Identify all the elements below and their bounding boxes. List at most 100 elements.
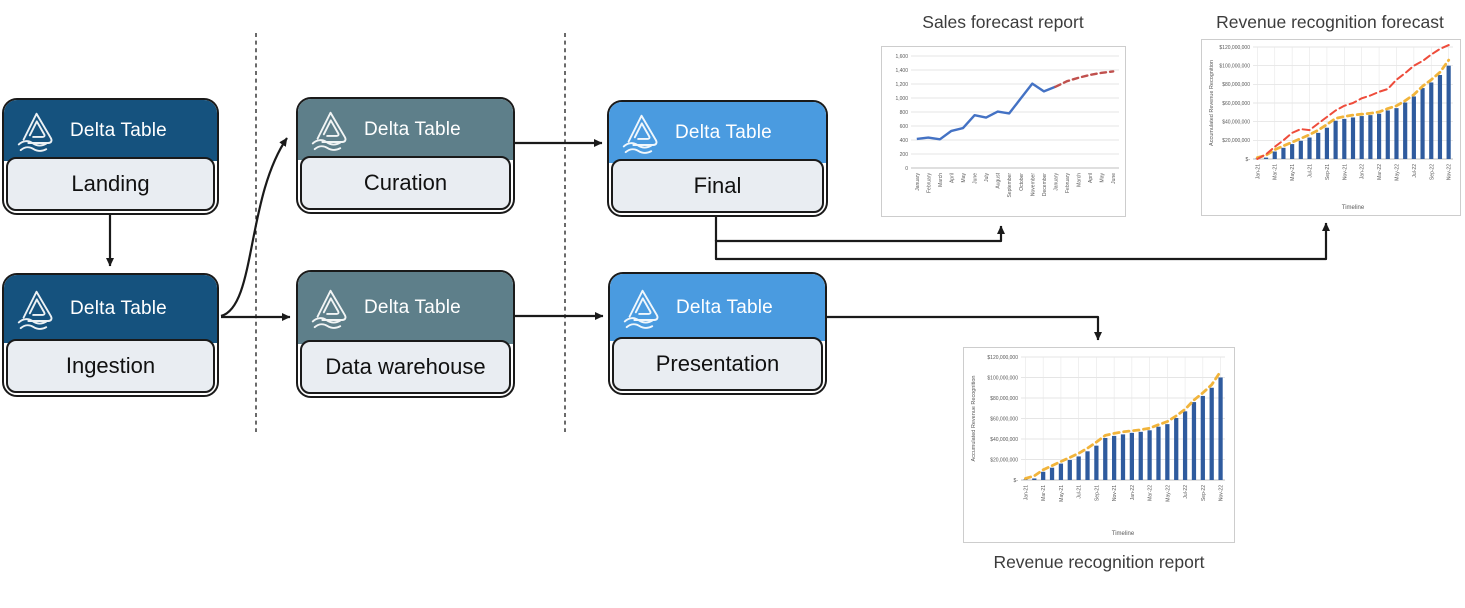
svg-text:$120,000,000: $120,000,000 — [1219, 45, 1250, 51]
svg-text:Sep-22: Sep-22 — [1201, 485, 1207, 501]
svg-text:January: January — [915, 173, 921, 191]
delta-table-header: Delta Table — [4, 275, 217, 343]
svg-text:October: October — [1019, 173, 1025, 191]
delta-table-label: Delta Table — [364, 297, 461, 318]
stage-label-curation: Curation — [300, 156, 511, 210]
svg-text:April: April — [1088, 173, 1094, 183]
revenue-recognition-report-chart: $- $20,000,000 $40,000,000 $60,000,000 $80,0… — [963, 347, 1235, 543]
svg-text:Mar-22: Mar-22 — [1377, 164, 1383, 180]
stage-label-ingestion: Ingestion — [6, 339, 215, 393]
svg-text:Nov-22: Nov-22 — [1447, 164, 1453, 180]
svg-text:1,200: 1,200 — [895, 82, 908, 88]
svg-text:September: September — [1007, 173, 1013, 198]
node-ingestion: Delta Table Ingestion — [2, 273, 219, 397]
delta-table-label: Delta Table — [676, 296, 773, 318]
svg-text:Jan-22: Jan-22 — [1130, 485, 1136, 501]
revenue-forecast-chart-title: Revenue recognition forecast — [1216, 12, 1444, 32]
svg-text:Sep-21: Sep-21 — [1094, 485, 1100, 501]
delta-table-label: Delta Table — [364, 118, 461, 140]
delta-lake-logo-icon — [311, 111, 347, 151]
stage-label-final: Final — [611, 159, 824, 213]
svg-text:February: February — [926, 173, 932, 194]
svg-text:Accumulated Revenue Recognitio: Accumulated Revenue Recognition — [1209, 60, 1215, 146]
svg-text:March: March — [1077, 173, 1083, 187]
svg-text:200: 200 — [900, 152, 909, 158]
svg-text:1,400: 1,400 — [895, 68, 908, 74]
svg-text:0: 0 — [905, 166, 908, 172]
delta-table-label: Delta Table — [70, 298, 167, 319]
svg-text:May-22: May-22 — [1394, 164, 1400, 181]
sales-forecast-chart: 0 200 400 600 800 1,000 1,200 1,400 1,600January… — [881, 46, 1126, 217]
svg-text:600: 600 — [900, 124, 909, 130]
delta-lake-logo-icon — [17, 290, 53, 330]
delta-lake-logo-icon — [311, 289, 347, 329]
delta-table-header: Delta Table — [609, 102, 826, 163]
delta-table-header: Delta Table — [4, 100, 217, 161]
svg-text:$20,000,000: $20,000,000 — [1222, 138, 1250, 144]
revenue-report-chart-title: Revenue recognition report — [993, 552, 1205, 572]
svg-text:800: 800 — [900, 110, 909, 116]
arrow-presentation-to-revenue-report — [827, 315, 1102, 341]
svg-text:December: December — [1042, 173, 1048, 196]
svg-text:May-21: May-21 — [1290, 164, 1296, 181]
svg-text:March: March — [938, 173, 944, 187]
svg-text:$100,000,000: $100,000,000 — [987, 375, 1018, 381]
svg-text:Mar-21: Mar-21 — [1041, 485, 1047, 501]
svg-text:May-22: May-22 — [1165, 485, 1171, 502]
delta-table-header: Delta Table — [610, 274, 825, 341]
svg-text:May-21: May-21 — [1059, 485, 1065, 502]
svg-text:Jul-21: Jul-21 — [1308, 164, 1314, 178]
svg-text:$120,000,000: $120,000,000 — [987, 355, 1018, 361]
sales-forecast-chart-title: Sales forecast report — [922, 12, 1084, 32]
svg-text:$40,000,000: $40,000,000 — [990, 437, 1018, 443]
svg-text:$80,000,000: $80,000,000 — [990, 396, 1018, 402]
svg-text:$-: $- — [1014, 478, 1019, 484]
svg-text:1,600: 1,600 — [895, 54, 908, 60]
svg-text:February: February — [1065, 173, 1071, 194]
svg-text:$80,000,000: $80,000,000 — [1222, 82, 1250, 88]
stage-label-landing: Landing — [6, 157, 215, 211]
delta-table-label: Delta Table — [70, 119, 167, 141]
svg-text:Sep-21: Sep-21 — [1325, 164, 1331, 180]
svg-text:Jan-21: Jan-21 — [1023, 485, 1029, 501]
delta-table-header: Delta Table — [298, 99, 513, 160]
revenue-recognition-forecast-chart: $- $20,000,000 $40,000,000 $60,000,000 $80,0… — [1201, 39, 1461, 216]
svg-text:Sep-22: Sep-22 — [1429, 164, 1435, 180]
svg-text:June: June — [973, 173, 979, 184]
svg-text:Jul-22: Jul-22 — [1412, 164, 1418, 178]
svg-text:Jul-22: Jul-22 — [1183, 485, 1189, 499]
svg-text:$40,000,000: $40,000,000 — [1222, 119, 1250, 125]
svg-text:June: June — [1111, 173, 1117, 184]
svg-text:$60,000,000: $60,000,000 — [1222, 101, 1250, 107]
stage-label-presentation: Presentation — [612, 337, 823, 391]
stage-label-data-warehouse: Data warehouse — [300, 340, 511, 394]
svg-text:1,000: 1,000 — [895, 96, 908, 102]
delta-lake-logo-icon — [622, 114, 658, 154]
delta-lake-logo-icon — [17, 112, 53, 152]
svg-text:$60,000,000: $60,000,000 — [990, 416, 1018, 422]
svg-text:April: April — [949, 173, 955, 183]
svg-text:$-: $- — [1246, 157, 1251, 163]
svg-text:Timeline: Timeline — [1342, 205, 1365, 211]
svg-text:May: May — [961, 173, 967, 183]
svg-text:$20,000,000: $20,000,000 — [990, 457, 1018, 463]
svg-text:Jul-21: Jul-21 — [1077, 485, 1083, 499]
delta-lake-logo-icon — [623, 289, 659, 329]
svg-text:400: 400 — [900, 138, 909, 144]
svg-text:Nov-22: Nov-22 — [1219, 485, 1225, 501]
node-curation: Delta Table Curation — [296, 97, 515, 214]
svg-text:Accumulated Revenue Recognitio: Accumulated Revenue Recognition — [971, 376, 977, 462]
svg-text:January: January — [1053, 173, 1059, 191]
delta-table-header: Delta Table — [298, 272, 513, 344]
svg-text:November: November — [1030, 173, 1036, 196]
svg-text:Jan-22: Jan-22 — [1360, 164, 1366, 180]
node-data-warehouse: Delta Table Data warehouse — [296, 270, 515, 398]
node-presentation: Delta Table Presentation — [608, 272, 827, 395]
delta-table-label: Delta Table — [675, 121, 772, 143]
svg-text:Nov-21: Nov-21 — [1112, 485, 1118, 501]
arrow-final-to-revenue-forecast — [714, 222, 1330, 261]
svg-text:May: May — [1100, 173, 1106, 183]
svg-text:Timeline: Timeline — [1112, 531, 1135, 537]
svg-text:Jan-21: Jan-21 — [1255, 164, 1261, 180]
